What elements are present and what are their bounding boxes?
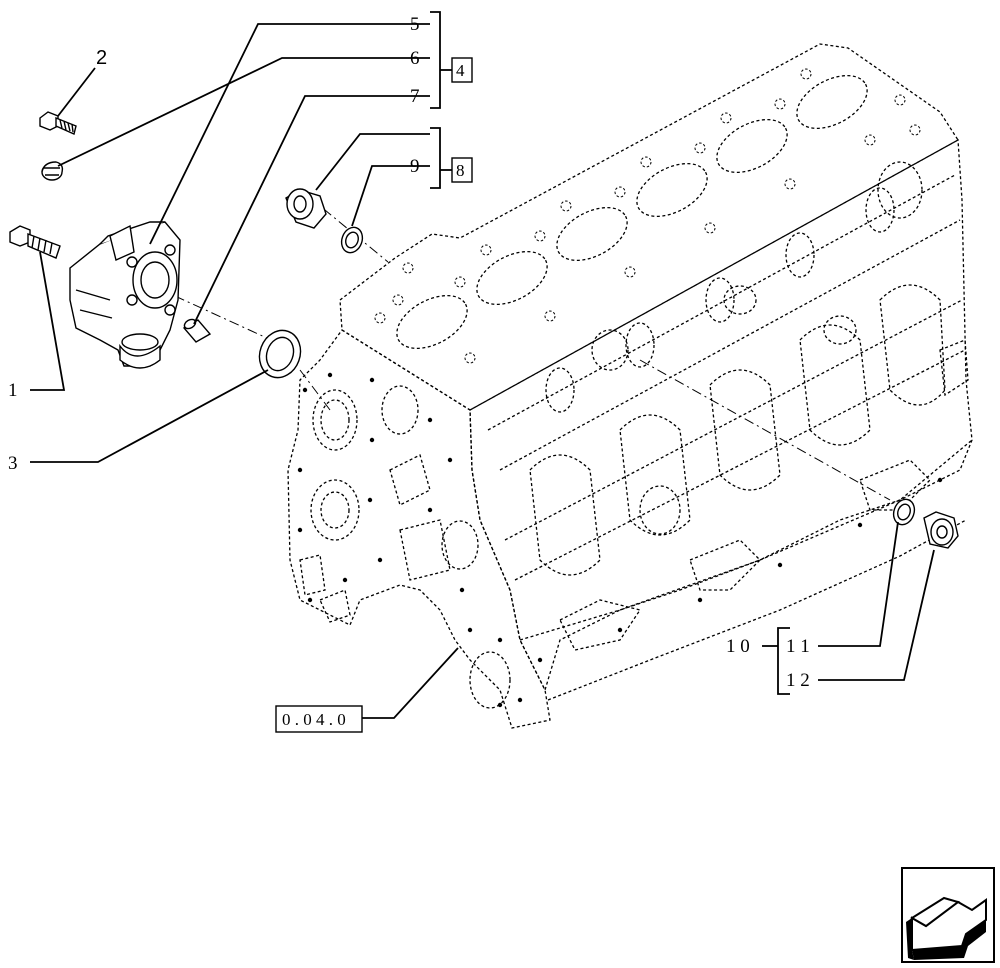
callout-7: 7 xyxy=(410,86,420,107)
engine-block xyxy=(287,43,973,729)
assembly-axis-2 xyxy=(299,369,331,411)
callout-3: 3 xyxy=(8,453,18,474)
plug-part-6 xyxy=(41,161,64,181)
callout-2: 2 xyxy=(96,47,107,69)
bolt-part-1 xyxy=(9,225,61,259)
arrow-back-icon[interactable] xyxy=(901,867,995,963)
callout-9: 9 xyxy=(410,156,420,177)
ref-box-4-label: 4 xyxy=(456,61,465,80)
callout-6: 6 xyxy=(410,48,420,69)
bolt-part-2 xyxy=(39,111,77,135)
plug-part-12 xyxy=(923,511,959,549)
plug-part-top xyxy=(285,188,327,229)
ref-box-0040-label: 0 . 0 4 . 0 xyxy=(282,710,346,729)
callout-10: 1 0 xyxy=(726,636,750,657)
callout-1: 1 xyxy=(8,380,18,401)
side-plug-axis xyxy=(639,359,891,501)
ref-box-0040[interactable]: 0 . 0 4 . 0 xyxy=(275,705,363,733)
ref-box-8[interactable]: 8 xyxy=(451,157,473,183)
seal-part-11 xyxy=(892,498,916,526)
seal-part-9 xyxy=(340,226,364,254)
ref-box-4[interactable]: 4 xyxy=(451,57,473,83)
callout-12: 1 2 xyxy=(786,670,810,691)
callout-11: 1 1 xyxy=(786,636,810,657)
thermostat-housing-part-5 xyxy=(69,221,181,369)
leader-lines xyxy=(30,11,935,719)
callout-5: 5 xyxy=(410,14,420,35)
ref-box-8-label: 8 xyxy=(456,161,465,180)
plug-axis xyxy=(307,195,389,263)
pin-part-7 xyxy=(182,318,212,343)
oring-part-3 xyxy=(258,329,302,379)
